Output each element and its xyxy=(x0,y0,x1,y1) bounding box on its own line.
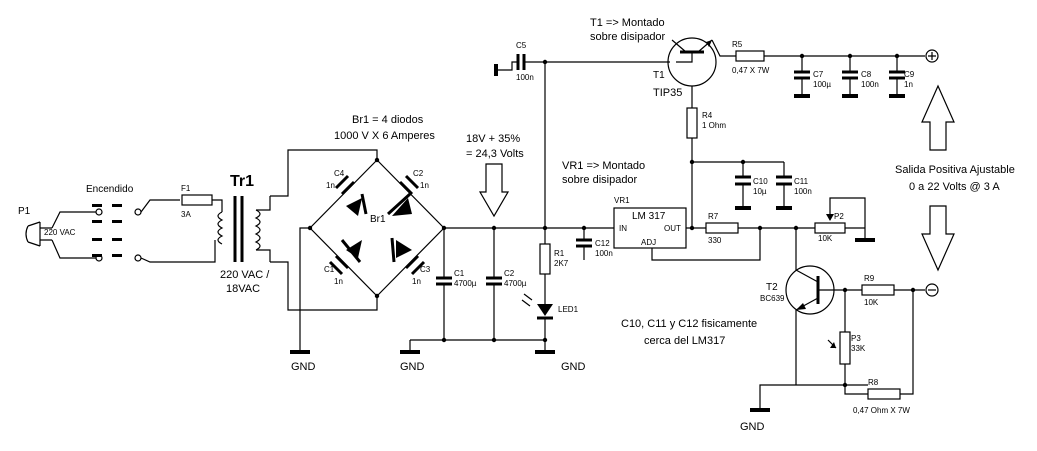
c9-label: C9 xyxy=(904,70,915,79)
t1-label: T1 xyxy=(653,70,665,81)
cap-c1-big-value: 4700µ xyxy=(454,279,477,288)
gnd-label-4: GND xyxy=(740,421,765,433)
c12-label: C12 xyxy=(595,239,610,248)
r4-label: R4 xyxy=(702,111,713,120)
c11-value: 100n xyxy=(794,187,812,196)
c11-label: C11 xyxy=(794,177,809,186)
p3-label: P3 xyxy=(851,334,861,343)
t1-note-1: T1 => Montado xyxy=(590,17,665,29)
lm317-label: LM 317 xyxy=(632,211,666,222)
cap-c2-big-label: C2 xyxy=(504,269,515,278)
resistor-r7 xyxy=(705,222,739,234)
p1-label: P1 xyxy=(18,206,31,217)
t1-type: TIP35 xyxy=(653,87,682,99)
output-arrow-up xyxy=(921,84,955,151)
r8-value: 0,47 Ohm X 7W xyxy=(853,406,910,415)
p2-label: P2 xyxy=(834,212,844,221)
cap-c2-value: 1n xyxy=(420,181,429,190)
transformer-tr1 xyxy=(217,196,271,262)
potentiometer-p2 xyxy=(814,222,846,234)
vr1-note-1: VR1 => Montado xyxy=(562,160,645,172)
voltage-note-2: = 24,3 Volts xyxy=(466,148,524,160)
output-note-2: 0 a 22 Volts @ 3 A xyxy=(909,181,1000,193)
r5-label: R5 xyxy=(732,40,743,49)
cap-c3-value: 1n xyxy=(412,277,421,286)
cap-c2-label: C2 xyxy=(413,169,424,178)
bridge-note-1: Br1 = 4 diodos xyxy=(352,114,424,126)
r1-value: 2K7 xyxy=(554,259,569,268)
pin-in-label: IN xyxy=(619,224,627,233)
c10-value: 10µ xyxy=(753,187,767,196)
voltage-note-1: 18V + 35% xyxy=(466,133,520,145)
cap-c1-label: C1 xyxy=(324,265,335,274)
bridge-note-2: 1000 V X 6 Amperes xyxy=(334,130,435,142)
pin-adj-label: ADJ xyxy=(641,238,656,247)
cap-c1-value: 1n xyxy=(334,277,343,286)
voltage-arrow xyxy=(478,163,510,218)
vr1-note-2: sobre disipador xyxy=(562,174,638,186)
potentiometer-p3 xyxy=(839,331,851,365)
r7-value: 330 xyxy=(708,236,722,245)
cap-c4-label: C4 xyxy=(334,169,345,178)
c8-value: 100n xyxy=(861,80,879,89)
resistor-r4 xyxy=(686,107,698,139)
cap-c1-big-label: C1 xyxy=(454,269,465,278)
c5-label: C5 xyxy=(516,41,527,50)
transformer-spec-2: 18VAC xyxy=(226,283,260,295)
capacitor-note-2: cerca del LM317 xyxy=(644,335,725,347)
fuse-value: 3A xyxy=(181,210,191,219)
vr1-label: VR1 xyxy=(614,196,630,205)
c7-label: C7 xyxy=(813,70,824,79)
c10-label: C10 xyxy=(753,177,768,186)
regulator-vr1 xyxy=(613,207,687,249)
positive-terminal-icon xyxy=(925,49,939,63)
p2-value: 10K xyxy=(818,234,833,243)
led1-icon xyxy=(537,304,553,316)
gnd-label-3: GND xyxy=(561,361,586,373)
pin-out-label: OUT xyxy=(664,224,681,233)
resistor-r1 xyxy=(539,243,551,275)
r1-label: R1 xyxy=(554,249,565,258)
led1-label: LED1 xyxy=(558,305,579,314)
negative-terminal-icon xyxy=(925,283,939,297)
cap-c4-value: 1n xyxy=(326,181,335,190)
transformer-label: Tr1 xyxy=(230,173,254,190)
r5-value: 0,47 X 7W xyxy=(732,66,770,75)
resistor-r9 xyxy=(861,284,895,296)
t1-note-2: sobre disipador xyxy=(590,31,666,43)
p3-value: 33K xyxy=(851,344,866,353)
transformer-spec-1: 220 VAC / xyxy=(220,269,270,281)
bridge-rectifier-br1 xyxy=(309,159,445,297)
power-switch xyxy=(92,204,142,262)
r8-label: R8 xyxy=(868,378,879,387)
c9-value: 1n xyxy=(904,80,913,89)
plug-p1 xyxy=(25,211,96,259)
r7-label: R7 xyxy=(708,212,719,221)
cap-c3-label: C3 xyxy=(420,265,431,274)
c5-value: 100n xyxy=(516,73,534,82)
output-note-1: Salida Positiva Ajustable xyxy=(895,164,1015,176)
resistor-r5 xyxy=(735,50,765,62)
fuse-f1 xyxy=(181,194,213,206)
c8-label: C8 xyxy=(861,70,872,79)
resistor-r8 xyxy=(867,388,901,400)
bridge-label: Br1 xyxy=(370,214,386,225)
cap-c2-big-value: 4700µ xyxy=(504,279,527,288)
t2-type: BC639 xyxy=(760,294,785,303)
c7-value: 100µ xyxy=(813,80,831,89)
t2-label: T2 xyxy=(766,282,778,293)
gnd-label-1: GND xyxy=(291,361,316,373)
gnd-label-2: GND xyxy=(400,361,425,373)
r9-value: 10K xyxy=(864,298,879,307)
switch-label: Encendido xyxy=(86,184,134,195)
r9-label: R9 xyxy=(864,274,875,283)
output-arrow-down xyxy=(921,205,955,272)
r4-value: 1 Ohm xyxy=(702,121,726,130)
c12-value: 100n xyxy=(595,249,613,258)
fuse-label: F1 xyxy=(181,184,191,193)
capacitor-note-1: C10, C11 y C12 fisicamente xyxy=(621,318,757,330)
p1-voltage-label: 220 VAC xyxy=(44,228,76,237)
